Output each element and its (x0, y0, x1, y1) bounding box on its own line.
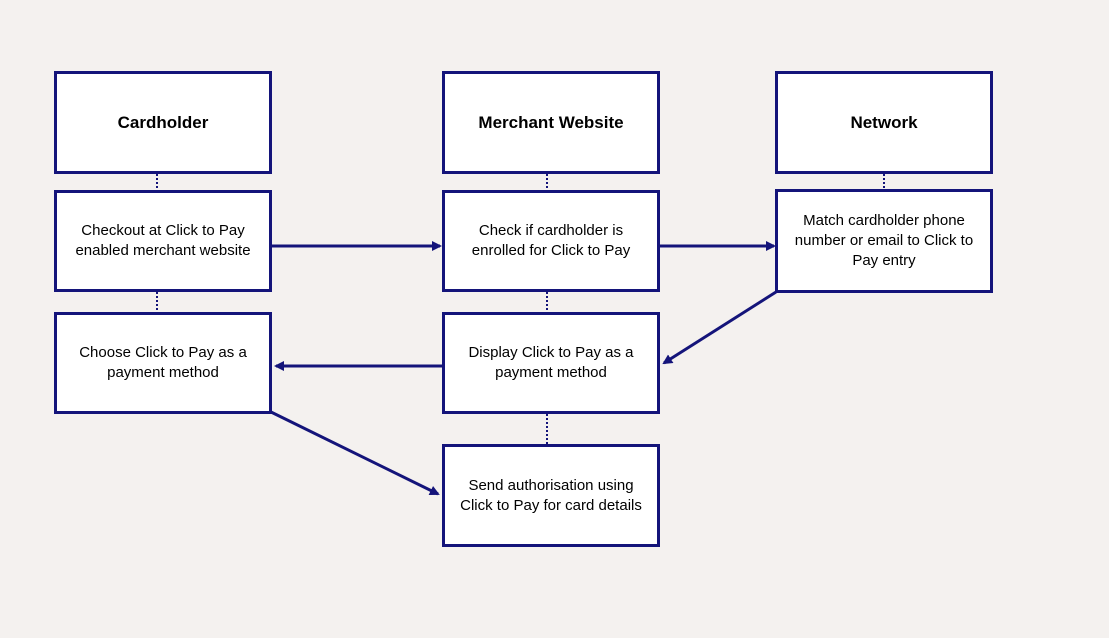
arrow-choose-to-send (270, 410, 440, 496)
step-send: Send authorisation using Click to Pay fo… (442, 444, 660, 547)
step-match-label: Match cardholder phone number or email t… (794, 212, 974, 269)
lane-header-network-label: Network (850, 112, 918, 132)
lane-header-cardholder-label: Cardholder (117, 112, 209, 132)
step-display-label: Display Click to Pay as a payment method (468, 344, 634, 381)
lane-header-merchant: Merchant Website (442, 71, 660, 174)
step-choose-label: Choose Click to Pay as a payment method (79, 344, 247, 381)
step-check-enrolled-label: Check if cardholder is enrolled for Clic… (471, 222, 631, 259)
step-match: Match cardholder phone number or email t… (775, 189, 993, 293)
lane-header-cardholder: Cardholder (54, 71, 272, 174)
step-send-label: Send authorisation using Click to Pay fo… (460, 476, 642, 514)
step-display: Display Click to Pay as a payment method (442, 312, 660, 414)
step-check-enrolled: Check if cardholder is enrolled for Clic… (442, 190, 660, 292)
step-choose: Choose Click to Pay as a payment method (54, 312, 272, 414)
arrow-match-to-display (662, 290, 777, 365)
step-checkout-label: Checkout at Click to Pay enabled merchan… (75, 222, 251, 259)
lane-header-merchant-label: Merchant Website (478, 112, 624, 132)
lane-header-network: Network (775, 71, 993, 174)
step-checkout: Checkout at Click to Pay enabled merchan… (54, 190, 272, 292)
